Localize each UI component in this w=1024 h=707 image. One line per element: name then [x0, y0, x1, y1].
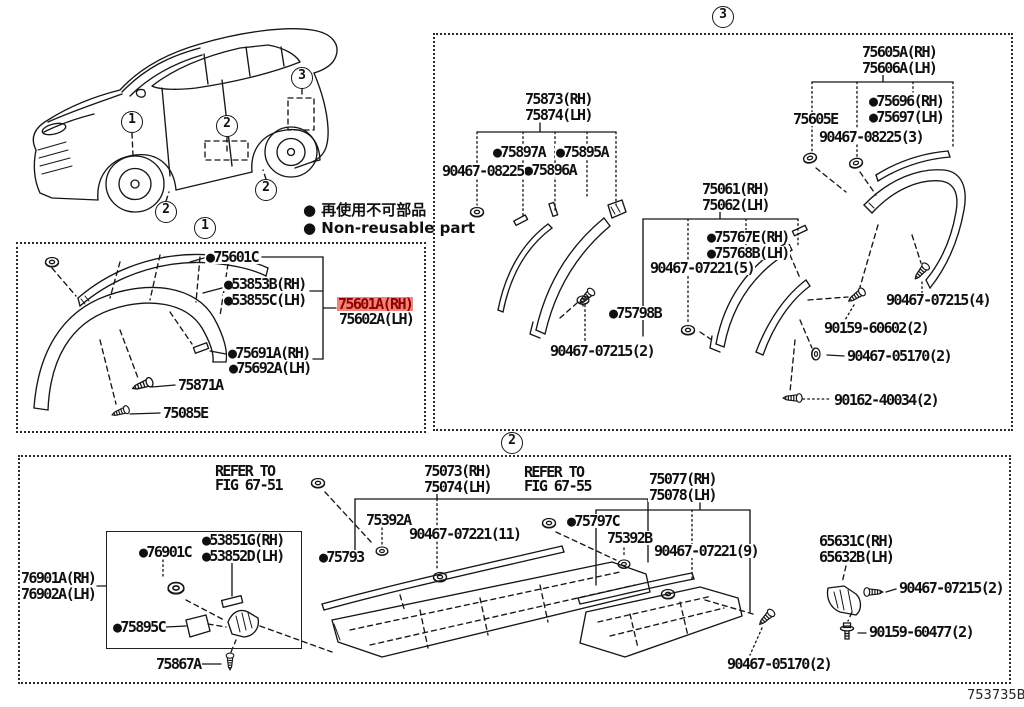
car-illustration — [32, 28, 338, 213]
part-label-76901A: 76901A(RH) — [20, 569, 97, 587]
part-label-75896A: ●75896A — [523, 161, 578, 179]
car-callout-5: 2 — [155, 201, 177, 223]
section2-box — [18, 455, 1011, 684]
part-label-90467-08225: 90467-08225 — [441, 162, 525, 180]
part-label-90467-07221-5: 90467-07221(5) — [649, 259, 756, 277]
part-label-90467-07221-9: 90467-07221(9) — [653, 542, 760, 560]
part-label-75073: 75073(RH) — [423, 462, 492, 480]
part-label-65631C: 65631C(RH) — [818, 532, 895, 550]
part-label-90467-07215-2b: 90467-07215(2) — [898, 579, 1005, 597]
part-label-75768B: ●75768B(LH) — [706, 244, 790, 262]
part-label-90159-60477: 90159-60477(2) — [868, 623, 975, 641]
part-label-53851G: ●53851G(RH) — [201, 531, 285, 549]
refer-note-2-line2: FIG 67-55 — [523, 477, 592, 495]
part-label-75605E: 75605E — [792, 110, 839, 128]
part-label-76901C: ●76901C — [138, 543, 193, 561]
part-label-75797C: ●75797C — [566, 512, 621, 530]
refer-note-2-line1: REFER TO — [523, 463, 585, 481]
part-label-75691A: ●75691A(RH) — [227, 344, 311, 362]
car-callout-3: 3 — [291, 67, 313, 89]
part-label-75895C: ●75895C — [112, 618, 167, 636]
part-label-65632B: 65632B(LH) — [818, 548, 895, 566]
part-label-75602A: 75602A(LH) — [338, 310, 415, 328]
diagram-reference-number: 753735B — [967, 688, 1024, 703]
part-label-75605A: 75605A(RH) — [861, 43, 938, 61]
part-label-75897A: ●75897A — [492, 143, 547, 161]
part-label-90467-05170-2: 90467-05170(2) — [726, 655, 833, 673]
car-callout-4: 2 — [255, 179, 277, 201]
part-label-53853B: ●53853B(RH) — [223, 275, 307, 293]
part-label-75798B: ●75798B — [608, 304, 663, 322]
part-label-90159-60602: 90159-60602(2) — [823, 319, 930, 337]
part-label-75392B: 75392B — [606, 529, 653, 547]
part-label-76902A: 76902A(LH) — [20, 585, 97, 603]
car-callout-1: 1 — [121, 111, 143, 133]
part-label-75062: 75062(LH) — [701, 196, 770, 214]
section3-callout: 3 — [712, 6, 734, 28]
part-label-75873: 75873(RH) — [524, 90, 593, 108]
part-label-90467-07215-4: 90467-07215(4) — [885, 291, 992, 309]
section2-callout: 2 — [501, 432, 523, 454]
part-label-75867A: 75867A — [155, 655, 202, 673]
section3-box — [433, 33, 1013, 431]
part-label-75697: ●75697(LH) — [868, 108, 945, 126]
part-label-75606A: 75606A(LH) — [861, 59, 938, 77]
part-label-75074: 75074(LH) — [423, 478, 492, 496]
part-label-75085E: 75085E — [162, 404, 209, 422]
section2-inner-box — [106, 531, 302, 649]
refer-note-1-line2: FIG 67-51 — [214, 476, 283, 494]
part-label-75696: ●75696(RH) — [868, 92, 945, 110]
section1-callout: 1 — [194, 217, 216, 239]
part-label-75078: 75078(LH) — [648, 486, 717, 504]
part-label-53855C: ●53855C(LH) — [223, 291, 307, 309]
legend-jp: ● 再使用不可部品 — [303, 201, 427, 219]
part-label-75871A: 75871A — [177, 376, 224, 394]
part-label-75077: 75077(RH) — [648, 470, 717, 488]
part-label-75601A-highlighted: 75601A(RH) — [337, 295, 414, 313]
part-label-75767E: ●75767E(RH) — [706, 228, 790, 246]
part-label-90467-05170: 90467-05170(2) — [846, 347, 953, 365]
refer-note-1-line1: REFER TO — [214, 462, 276, 480]
part-label-90467-07215-2: 90467-07215(2) — [549, 342, 656, 360]
part-label-75793: ●75793 — [318, 548, 365, 566]
part-label-75874: 75874(LH) — [524, 106, 593, 124]
section2-art — [96, 477, 897, 671]
section1-box — [16, 242, 426, 433]
part-label-53852D: ●53852D(LH) — [201, 547, 285, 565]
part-label-90162-40034: 90162-40034(2) — [833, 391, 940, 409]
part-label-75692A: ●75692A(LH) — [228, 359, 312, 377]
car-callout-2: 2 — [216, 115, 238, 137]
part-label-75895A: ●75895A — [555, 143, 610, 161]
part-label-90467-08225-3: 90467-08225(3) — [818, 128, 925, 146]
legend-en: ● Non-reusable part — [303, 219, 476, 237]
part-label-75601C: ●75601C — [205, 248, 260, 266]
part-label-90467-07221-11: 90467-07221(11) — [408, 525, 522, 543]
part-label-75061: 75061(RH) — [701, 180, 770, 198]
part-label-75392A: 75392A — [365, 511, 412, 529]
